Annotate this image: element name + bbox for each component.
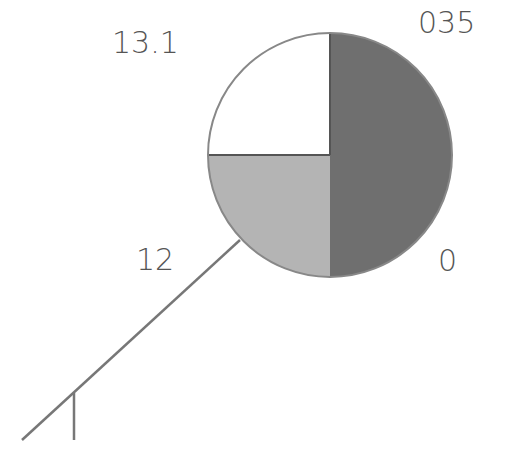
station-value: 13.1	[112, 28, 179, 58]
quadrant-line	[329, 33, 331, 155]
station-circle	[208, 33, 452, 277]
wind-barb	[73, 393, 76, 440]
station-value: 12	[136, 245, 174, 275]
quadrant-line	[208, 154, 330, 156]
station-value: 0	[438, 246, 457, 276]
wind-shaft	[22, 240, 240, 440]
cloud-cover-light	[208, 155, 330, 277]
station-value: 035	[418, 8, 475, 38]
cloud-cover-dark	[330, 33, 452, 277]
